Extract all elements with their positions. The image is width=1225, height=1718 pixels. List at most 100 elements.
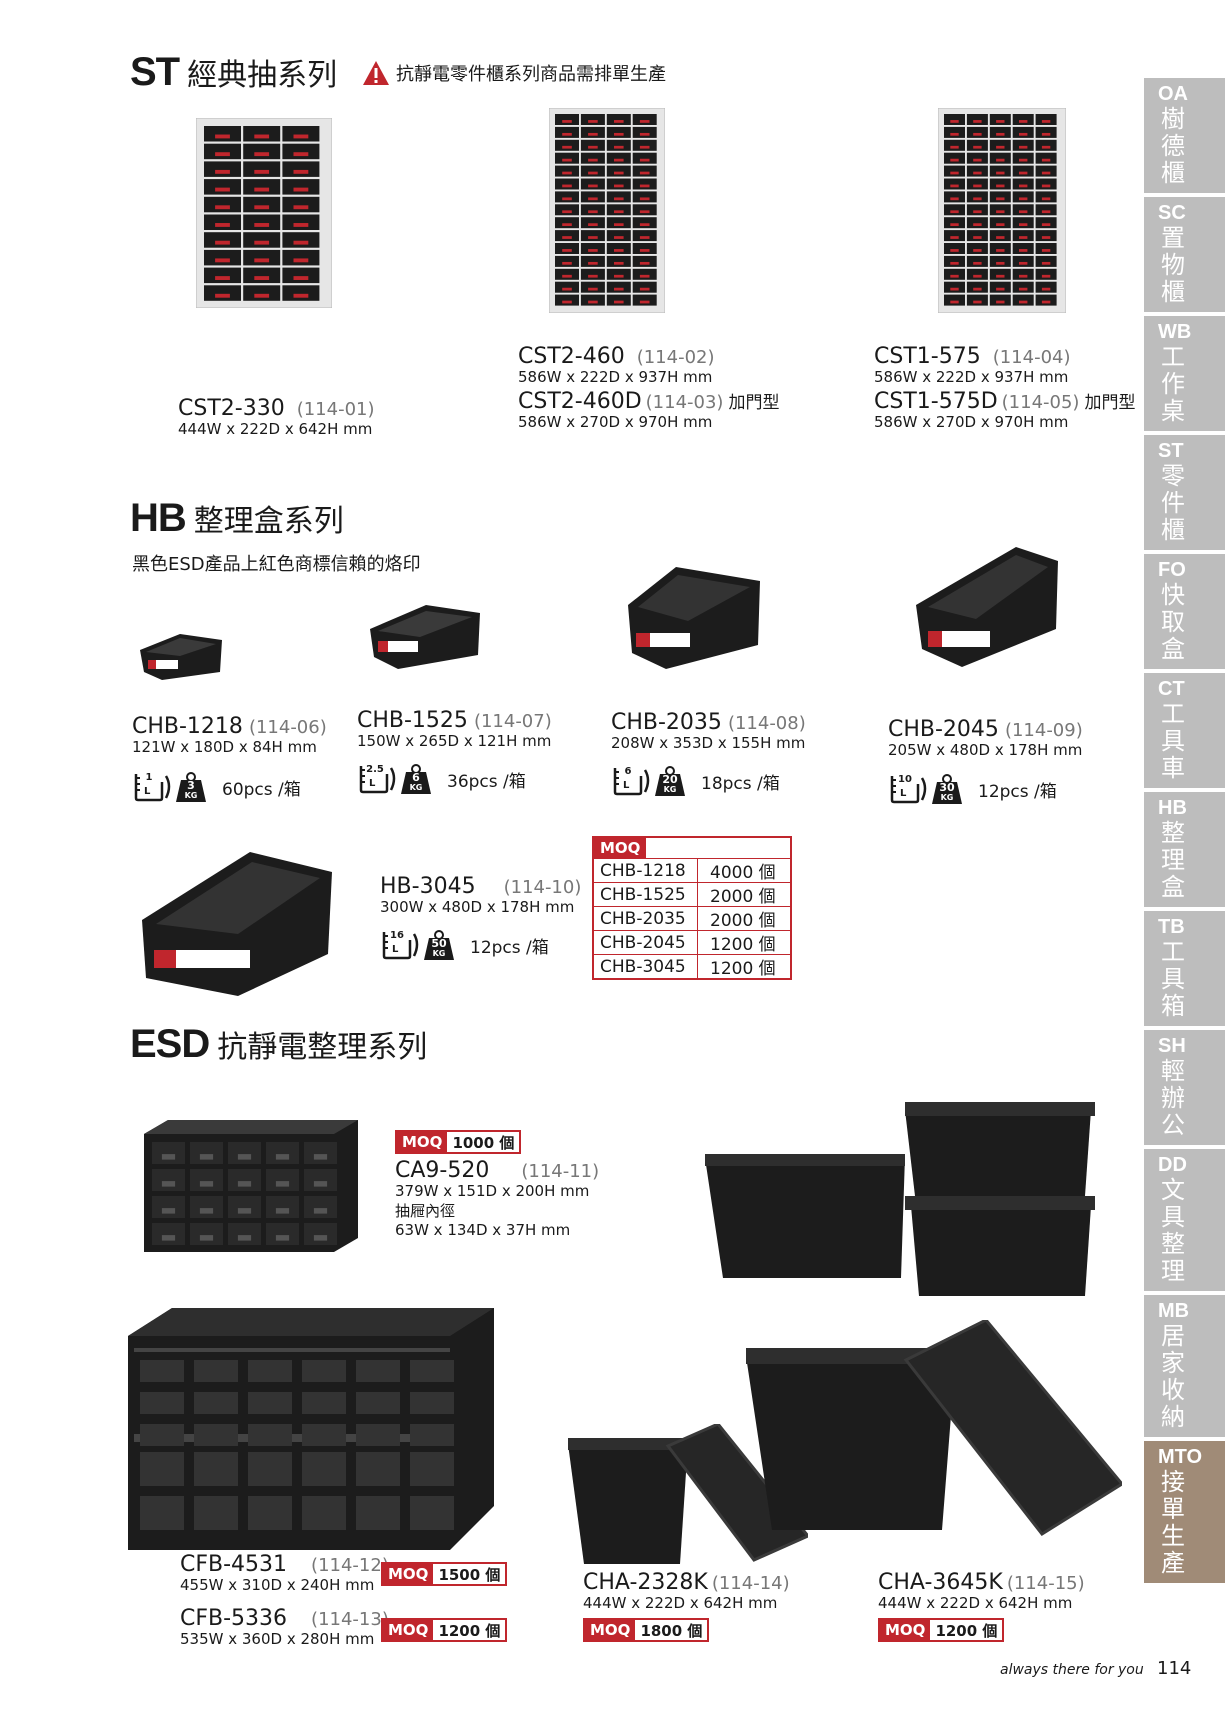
drawer xyxy=(204,143,241,160)
drawer-label xyxy=(1019,274,1028,278)
model-code: (114-14) xyxy=(711,1573,790,1594)
drawer xyxy=(302,1392,346,1414)
drawer xyxy=(944,243,965,254)
moq-model: CHB-2035 xyxy=(594,907,698,930)
model-dims: 205W x 480D x 178H mm xyxy=(888,741,1083,760)
drawer xyxy=(140,1360,184,1382)
drawer-label xyxy=(275,1208,290,1214)
drawer-label xyxy=(588,287,598,291)
drawer xyxy=(204,179,241,195)
drawer-label xyxy=(313,1154,328,1160)
drawer-label xyxy=(254,187,270,192)
drawer xyxy=(302,1452,346,1486)
drawer-label xyxy=(996,261,1005,265)
drawer xyxy=(989,114,1011,125)
cfb-crate-image xyxy=(128,1306,494,1554)
drawer-label xyxy=(639,274,650,278)
drawer-label xyxy=(614,158,624,162)
hb-3045-image xyxy=(142,850,332,1002)
drawer xyxy=(580,178,605,190)
drawer xyxy=(1035,114,1057,125)
drawer-label xyxy=(588,210,598,214)
kg-unit: KG xyxy=(663,785,677,794)
drawer-label xyxy=(614,132,624,136)
drawer-label xyxy=(973,210,982,214)
tab-code: CT xyxy=(1158,678,1185,700)
drawer xyxy=(606,165,631,177)
drawer xyxy=(204,285,241,301)
drawer xyxy=(966,165,988,177)
drawer-label xyxy=(614,300,624,304)
drawer-label xyxy=(639,171,650,175)
liter-capacity-icon: 6 L xyxy=(611,766,651,796)
storage-bin-icon xyxy=(140,634,222,680)
cst2-330-image xyxy=(195,117,333,312)
drawer-label xyxy=(973,236,982,239)
drawer xyxy=(152,1142,185,1164)
model-code: (114-09) xyxy=(1004,720,1083,741)
liter-capacity-icon: 10 L xyxy=(888,774,928,804)
liter-capacity-icon: 2.5 L xyxy=(357,764,397,794)
drawer-label xyxy=(199,1181,214,1187)
drawer-label xyxy=(588,236,598,239)
drawer-label xyxy=(950,184,959,188)
drawer-label xyxy=(275,1235,290,1241)
drawer-label xyxy=(950,132,959,136)
drawer xyxy=(944,204,965,216)
drawer-label xyxy=(973,300,982,304)
drawer xyxy=(152,1223,185,1245)
drawer-label xyxy=(996,223,1005,226)
drawer-label xyxy=(293,187,309,192)
product-cfb-4531: CFB-4531(114-12) 455W x 310D x 240H mm xyxy=(180,1552,389,1595)
drawer-label xyxy=(275,1181,290,1187)
drawer-label xyxy=(199,1235,214,1241)
drawer xyxy=(282,267,320,284)
drawer-label xyxy=(973,132,982,136)
drawer xyxy=(989,139,1011,151)
drawer xyxy=(356,1424,400,1446)
drawer-label xyxy=(293,240,309,245)
parts-cabinet-5col-icon xyxy=(937,107,1067,314)
drawer xyxy=(140,1496,184,1530)
tab-code: ST xyxy=(1158,440,1184,462)
tab-code: MB xyxy=(1158,1300,1190,1322)
drawer-label xyxy=(293,223,309,227)
drawer xyxy=(282,249,320,266)
pcs-per-box: 18pcs /箱 xyxy=(701,773,780,794)
st-warning-text: 抗靜電零件櫃系列商品需排單生產 xyxy=(396,64,666,85)
stacked-tubs-image xyxy=(705,1098,1095,1302)
drawer xyxy=(302,1496,346,1530)
liter-capacity-icon: 1 L xyxy=(132,772,172,802)
drawer xyxy=(966,191,988,203)
drawer xyxy=(194,1496,238,1530)
drawer xyxy=(248,1424,292,1446)
kg-value: 6 xyxy=(412,771,420,784)
drawer-label xyxy=(950,236,959,239)
drawer-label xyxy=(950,145,959,149)
drawer xyxy=(152,1169,185,1191)
capacity-hb-3045: 16 L 50 KG 12pcs /箱 xyxy=(380,930,549,960)
drawer xyxy=(966,268,988,280)
drawer xyxy=(966,204,988,216)
model-name: CHB-2045 xyxy=(888,717,999,742)
model-name: CST2-460D xyxy=(518,388,642,414)
drawer-label xyxy=(562,184,572,188)
tab-code: DD xyxy=(1158,1154,1187,1176)
drawer xyxy=(304,1142,337,1164)
